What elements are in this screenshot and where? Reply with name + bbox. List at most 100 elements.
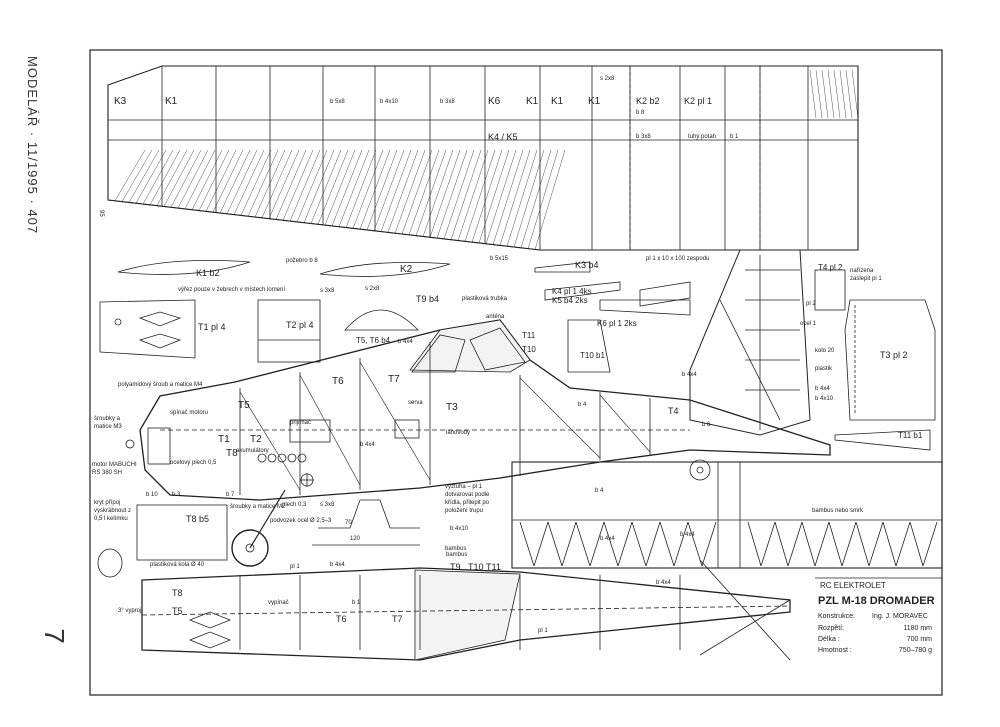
label-title-block-title: PZL M-18 DROMADER <box>818 595 935 607</box>
label-labels-fuselage-plech: ocelový plech 0,5 <box>170 460 217 466</box>
label-labels-wing-k1a: K1 <box>165 96 178 107</box>
label-labels-fuselage-d120: 120 <box>350 536 361 542</box>
label-labels-parts-pozebra: požebro b 8 <box>286 258 318 264</box>
label-labels-tail-b4x4b: b 4x4 <box>680 532 695 538</box>
label-labels-fuselage-lanovody: lanovody <box>446 430 470 436</box>
label-labels-parts-s2x8: s 2x8 <box>365 286 380 292</box>
label-labels-parts-plastik: plastik <box>815 366 833 372</box>
label-labels-parts-t3pl2: T3 pl 2 <box>880 350 908 360</box>
label-labels-fuselage-t4: T4 <box>668 406 679 416</box>
rib-k2 <box>319 261 451 277</box>
part-t3 <box>844 299 936 421</box>
label-labels-fuselage-b4x4: b 4x4 <box>360 442 375 448</box>
label-labels-fuselage-spinac: spínač motoru <box>170 410 208 416</box>
motor-mabuchi <box>147 427 171 465</box>
label-labels-fuselage-vyskrabnout: vyskrábnout z <box>94 508 131 514</box>
label-labels-parts-k3b4: K3 b4 <box>575 260 599 270</box>
gear-leg <box>318 499 420 529</box>
label-labels-fuselage-b7: b 7 <box>226 492 235 498</box>
part-tail-fin <box>689 249 811 436</box>
fuselage-side-view <box>97 319 831 578</box>
cockpit-window-front <box>411 334 466 373</box>
label-labels-parts-pl2: pl 2 <box>806 301 816 307</box>
label-labels-parts-b4x4a: b 4x4 <box>398 339 413 345</box>
label-labels-fuselage-sroubky: šroubky a <box>94 416 121 422</box>
part-t8 <box>136 504 228 561</box>
label-labels-parts-t10b1: T10 b1 <box>580 351 605 360</box>
label-labels-fuselage-b4: b 4 <box>578 402 587 408</box>
label-labels-wing-k1b: K1 <box>526 96 539 107</box>
label-labels-plan-bambus: bambus <box>446 552 467 558</box>
label-labels-fuselage-motor: motor MABUCHI <box>92 462 137 468</box>
horizontal-tail <box>511 461 943 569</box>
label-labels-fuselage-podvozek: podvozek ocel Ø 2,5–3 <box>270 518 332 524</box>
label-labels-parts-b4x4b: b 4x4 <box>815 386 830 392</box>
label-labels-fuselage-kola: plastiková kola Ø 40 <box>150 562 205 568</box>
label-labels-parts-t1: T1 pl 4 <box>198 322 226 332</box>
label-labels-wing-k6: K6 <box>488 96 501 107</box>
label-labels-fuselage-b4x4b: b 4x4 <box>682 372 697 378</box>
wing-ribs <box>161 66 859 250</box>
label-title-block-specs-1-label: Délka : <box>818 636 840 643</box>
label-labels-parts-t10a: T10 <box>522 345 536 354</box>
label-labels-plan-vypinac: vypínač <box>268 600 289 606</box>
label-labels-parts-antena: anténa <box>486 314 505 320</box>
label-labels-fuselage-b3: b 3 <box>172 492 181 498</box>
label-labels-wing-k1c: K1 <box>551 96 564 107</box>
label-labels-fuselage-t8b5: T8 b5 <box>186 514 209 524</box>
label-title-block-design-label: Konstrukce: <box>818 613 855 620</box>
label-labels-plan-pl1b: pl 1 <box>538 628 548 634</box>
cowl-cover <box>97 548 123 578</box>
label-labels-fuselage-matice: matice M3 <box>94 424 122 430</box>
label-labels-wing-k3: K3 <box>114 96 127 107</box>
label-labels-plan-t7: T7 <box>392 614 403 624</box>
label-labels-parts-k6: K6 pl 1 2ks <box>597 319 637 328</box>
label-labels-wing-k4k5: K4 / K5 <box>488 132 518 142</box>
label-labels-fuselage-b6: b 6 <box>702 422 711 428</box>
part-t11 <box>834 429 931 451</box>
label-labels-wing-k2pl1: K2 pl 1 <box>684 96 712 106</box>
label-labels-fuselage-kridla: křídla, přilepit po <box>445 500 490 506</box>
label-labels-wing-b5x15: b 5x15 <box>490 256 509 262</box>
label-labels-wing-b5x8: b 5x8 <box>330 99 345 105</box>
label-labels-fuselage-t8: T8 <box>226 448 238 459</box>
label-labels-fuselage-t3: T3 <box>446 402 458 413</box>
label-labels-fuselage-t1: T1 <box>218 434 230 445</box>
label-labels-plan-t6: T6 <box>336 614 347 624</box>
label-labels-wing-b1: b 1 <box>730 134 739 140</box>
tail-wheel <box>689 459 711 481</box>
label-labels-fuselage-t6: T6 <box>332 376 344 387</box>
label-labels-fuselage-rs: RS 380 SH <box>92 470 122 476</box>
part-t10 <box>567 319 611 373</box>
label-labels-parts-t9: T9 b4 <box>416 294 439 304</box>
label-labels-tail-bambus-smrk: bambus nebo smrk <box>812 508 864 514</box>
label-labels-fuselage-polyamid: polyamidový šroub a matice M4 <box>118 382 203 388</box>
label-labels-wing-k2b2: K2 b2 <box>636 96 660 106</box>
drawing-border <box>89 49 943 696</box>
label-labels-plan-t11: T11 <box>486 562 501 572</box>
label-labels-fuselage-plech03: plech 0,3 <box>282 502 307 508</box>
main-wheel <box>231 529 269 567</box>
label-labels-wing-k1d: K1 <box>588 96 601 107</box>
wing-hatching <box>114 69 859 250</box>
servo <box>394 419 420 439</box>
label-labels-parts-k4: K4 pl 1 4ks <box>552 287 592 296</box>
part-t2 <box>257 299 321 363</box>
rib-k3 <box>534 261 591 273</box>
label-labels-plan-t5: T5 <box>172 606 183 616</box>
label-title-block-specs-0-label: Rozpětí: <box>818 625 844 632</box>
label-labels-fuselage-dotvarovat: dotvarovat podle <box>445 492 490 498</box>
label-labels-plan-t10: T10 <box>468 562 484 572</box>
part-t4-detail <box>814 269 846 311</box>
label-labels-parts-t5t6: T5, T6 b4 <box>356 336 391 345</box>
label-labels-wing-b8: b 8 <box>636 110 645 116</box>
label-labels-parts-b4x10: b 4x10 <box>815 396 834 402</box>
label-labels-parts-t11b1: T11 b1 <box>898 431 923 440</box>
label-labels-parts-k1b2: K1 b2 <box>196 268 220 278</box>
label-title-block-specs-1-value: 700 mm <box>907 636 932 643</box>
fuselage-plan-view <box>141 559 791 661</box>
label-labels-parts-kolo: kolo 20 <box>815 348 835 354</box>
rib-k1 <box>117 259 251 275</box>
receiver <box>289 419 331 443</box>
